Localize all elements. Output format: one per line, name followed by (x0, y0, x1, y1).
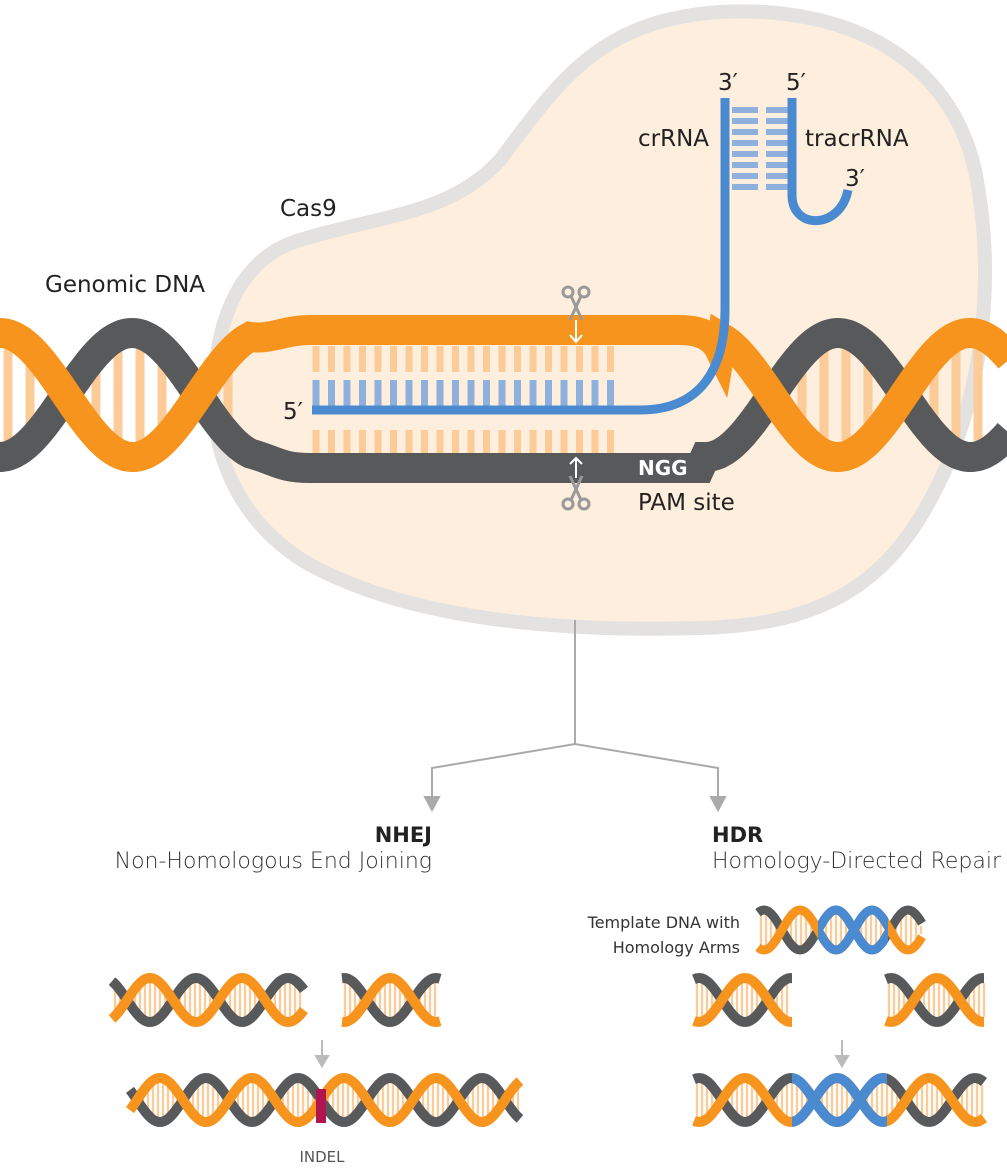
crrna-5prime-label: 5′ (283, 399, 303, 425)
repair-helices (108, 905, 987, 1128)
dna-strand-orange (341, 972, 442, 1028)
rna-base-pairs (312, 107, 788, 406)
scissors-icon-top (561, 285, 591, 321)
tracrrna-5prime-label: 5′ (786, 70, 806, 96)
template-label-line1: Template DNA with (587, 913, 740, 932)
dna-strand-blue (792, 1073, 887, 1127)
cas9-label: Cas9 (280, 196, 337, 222)
crrna-label: crRNA (638, 126, 709, 152)
dna-strand-gray (884, 973, 984, 1027)
dna-strand-gray (341, 972, 442, 1028)
crrna-strand (312, 98, 730, 415)
cut-arrow-top (569, 320, 583, 344)
nhej-abbr: NHEJ (375, 823, 432, 847)
small-arrows (314, 1040, 850, 1068)
genomic-dna-label: Genomic DNA (45, 272, 205, 298)
tracrrna-3prime-label: 3′ (845, 166, 865, 192)
dna-strand-orange (884, 973, 984, 1027)
crrna-3prime-label: 3′ (718, 70, 738, 96)
nhej-title: Non-Homologous End Joining (115, 849, 432, 874)
dna-strand-blue (818, 905, 888, 955)
dna-strand-blue (818, 905, 888, 955)
tracrrna-strand (787, 98, 853, 226)
guide-rna (312, 98, 853, 415)
dna-strand-orange (108, 972, 308, 1028)
tracrrna-label: tracrRNA (805, 126, 909, 152)
dna-strand-gray (692, 973, 792, 1027)
ngg-label: NGG (638, 456, 688, 480)
homology-insert (818, 905, 888, 955)
cut-arrow-bottom (569, 456, 583, 478)
dna-strand-orange (692, 973, 792, 1027)
hdr-title: Homology-Directed Repair (712, 849, 1002, 874)
homology-insert (792, 1073, 887, 1127)
genomic-dna-helix (0, 313, 1007, 483)
template-label-line2: Homology Arms (613, 938, 740, 957)
dna-strand-orange (0, 313, 1007, 472)
scissors-icon-bottom (561, 475, 591, 511)
indel-mark (316, 1089, 326, 1123)
indel-label: INDEL (299, 1148, 345, 1166)
hdr-abbr: HDR (712, 823, 763, 847)
dna-strand-gray (108, 972, 308, 1028)
pam-site-label: PAM site (638, 490, 735, 516)
dna-strand-blue (792, 1073, 887, 1127)
pathway-arrows (423, 620, 727, 813)
